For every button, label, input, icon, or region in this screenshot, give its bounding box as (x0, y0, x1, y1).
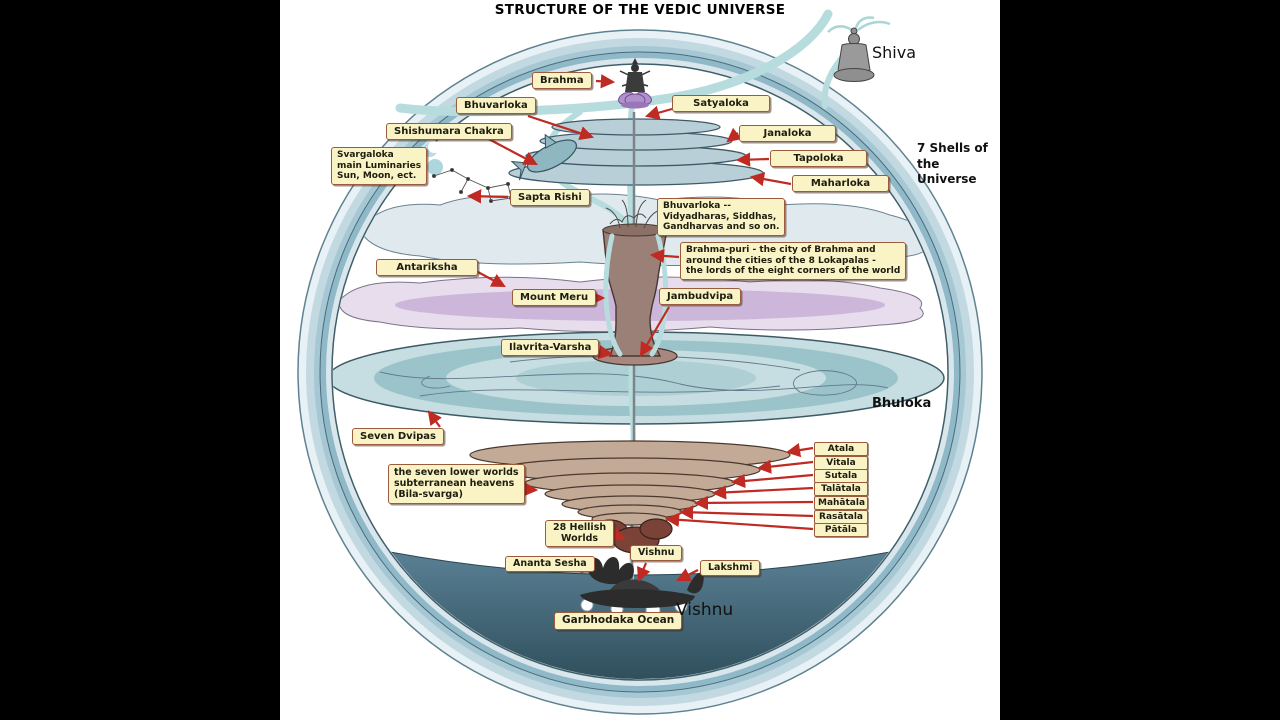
shiva-figure (821, 16, 891, 109)
label-tapoloka: Tapoloka (770, 150, 867, 167)
text-shiva: Shiva (872, 43, 917, 62)
label-patala: Pātāla (814, 523, 868, 537)
label-mount-meru: Mount Meru (512, 289, 597, 306)
label-brahma-puri: Brahma-puri - the city of Brahma and aro… (680, 242, 907, 280)
page-title: STRUCTURE OF THE VEDIC UNIVERSE (494, 2, 786, 18)
label-jambudvipa: Jambudvipa (659, 288, 742, 305)
label-sutala: Sutala (814, 469, 868, 483)
text-bhuloka: Bhuloka (872, 396, 932, 411)
label-satyaloka: Satyaloka (672, 95, 770, 112)
label-lower-worlds: the seven lower worlds subterranean heav… (388, 464, 525, 504)
vedic-universe-diagram: STRUCTURE OF THE VEDIC UNIVERSE Brahma B… (280, 0, 1000, 720)
label-garbhodaka-ocean: Garbhodaka Ocean (554, 612, 683, 630)
label-antariksha: Antariksha (376, 259, 478, 276)
label-janaloka: Janaloka (739, 125, 836, 142)
label-vishnu: Vishnu (630, 545, 683, 562)
left-black-bar (0, 0, 280, 720)
right-black-bar (1000, 0, 1280, 720)
text-vishnu: Vishnu (676, 600, 734, 620)
bhuloka-disc (333, 331, 945, 425)
label-talatala: Talātala (814, 482, 868, 496)
label-rasatala: Rasātala (814, 510, 868, 524)
label-mahatala: Mahātala (814, 496, 868, 510)
text-seven-shells: 7 Shells of the Universe (917, 141, 988, 187)
label-brahma: Brahma (532, 72, 592, 89)
label-maharloka: Maharloka (792, 175, 889, 192)
shishumara-figure (510, 133, 577, 181)
label-hellish-worlds: 28 Hellish Worlds (545, 520, 615, 547)
label-ananta-sesha: Ananta Sesha (505, 556, 595, 573)
label-bhuvarloka-detail: Bhuvarloka -- Vidyadharas, Siddhas, Gand… (657, 198, 786, 236)
label-atala: Atala (814, 442, 868, 456)
cosmos-art (297, 9, 983, 715)
label-sapta-rishi: Sapta Rishi (510, 189, 590, 206)
label-svargaloka: Svargaloka main Luminaries Sun, Moon, ec… (331, 147, 428, 185)
brahma-figure (618, 58, 652, 109)
label-seven-dvipas: Seven Dvipas (352, 428, 444, 445)
label-ilavrita-varsha: Ilavrita-Varsha (501, 339, 600, 356)
lower-worlds-discs (469, 440, 791, 526)
callout-arrows (407, 74, 814, 582)
label-vitala: Vitala (814, 456, 868, 470)
label-lakshmi: Lakshmi (700, 560, 761, 577)
label-bhuvarloka: Bhuvarloka (456, 97, 536, 114)
label-shishumara-chakra: Shishumara Chakra (386, 123, 512, 140)
upper-loka-discs (508, 118, 764, 186)
